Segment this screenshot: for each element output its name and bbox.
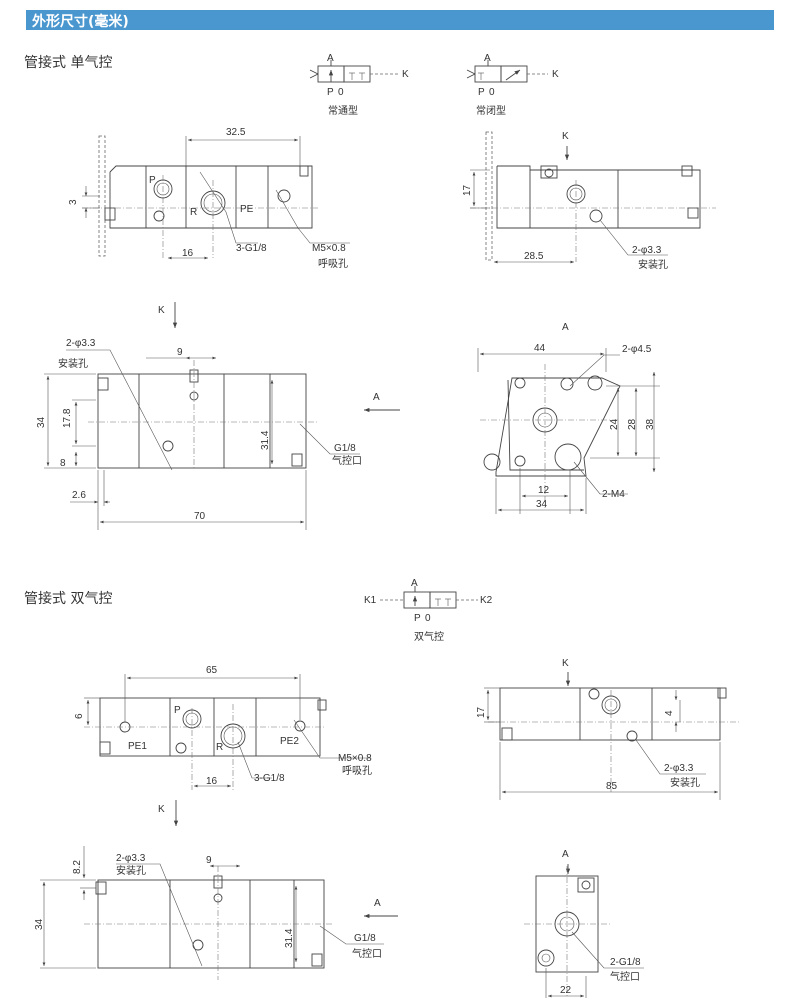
dfront-port-pe1: PE1 (128, 741, 147, 752)
dfront-dim-6: 6 (74, 713, 85, 719)
dend-g18: 2-G1/8 (610, 957, 641, 968)
front-dim-16: 16 (182, 248, 194, 259)
end-hole-4-5: 2-φ4.5 (622, 344, 652, 355)
dtop-g18: G1/8 (354, 933, 376, 944)
side-mount: 安装孔 (638, 258, 668, 271)
top-dim-31-4: 31.4 (260, 430, 271, 450)
top-pilot: 气控口 (332, 454, 362, 467)
sym-no-caption: 常通型 (328, 104, 358, 117)
symbol-double-pilot: A P 0 K1 K2 双气控 (364, 578, 493, 643)
top-dim-34: 34 (36, 416, 47, 428)
dfront-m5: M5×0.8 (338, 753, 372, 764)
dtop-mount: 安装孔 (116, 864, 146, 877)
dside-k: K (562, 658, 569, 669)
end-dim-24: 24 (609, 418, 620, 430)
dside-hole: 2-φ3.3 (664, 763, 694, 774)
single-pilot-title: 管接式 单气控 (24, 55, 113, 71)
single-end-view: A 44 2-φ4.5 24 28 38 12 34 2-M4 (477, 322, 660, 514)
end-dim-12: 12 (538, 485, 550, 496)
single-top-view: K 9 2-φ3.3 安装孔 34 17.8 8 2.6 70 31 (36, 302, 400, 530)
symbol-normally-open: A P 0 K 常通型 (309, 53, 409, 117)
sym-dp-a: A (411, 578, 418, 589)
front-g18: 3-G1/8 (236, 243, 267, 254)
dside-mount: 安装孔 (670, 776, 700, 789)
sym-dp-p: P (414, 613, 421, 624)
top-dim-8: 8 (60, 458, 66, 469)
end-dim-28: 28 (627, 418, 638, 430)
symbol-normally-closed: A P 0 K 常闭型 (466, 53, 559, 117)
dside-dim-17: 17 (476, 706, 487, 718)
sym-nc-caption: 常闭型 (476, 104, 506, 117)
front-port-p: P (149, 175, 156, 186)
top-dim-70: 70 (194, 511, 206, 522)
front-dim-32-5: 32.5 (226, 127, 246, 138)
sym-nc-0: 0 (489, 87, 495, 98)
top-dim-2-6: 2.6 (72, 490, 86, 501)
double-end-view: A 2-G1/8 气控口 22 (524, 849, 644, 998)
front-port-pe: PE (240, 204, 254, 215)
dfront-dim-65: 65 (206, 665, 218, 676)
dend-pilot: 气控口 (610, 970, 640, 983)
dfront-g18: 3-G1/8 (254, 773, 285, 784)
end-dim-38: 38 (645, 418, 656, 430)
double-pilot-title: 管接式 双气控 (24, 591, 113, 607)
dtop-pilot: 气控口 (352, 947, 382, 960)
end-dim-44: 44 (534, 343, 546, 354)
dtop-dim-31-4: 31.4 (284, 928, 295, 948)
sym-dp-0: 0 (425, 613, 431, 624)
sym-no-p: P (327, 87, 334, 98)
front-breath: 呼吸孔 (318, 258, 348, 270)
top-k: K (158, 305, 165, 316)
sym-nc-p: P (478, 87, 485, 98)
top-hole: 2-φ3.3 (66, 338, 96, 349)
sym-no-0: 0 (338, 87, 344, 98)
single-front-view: 32.5 3 16 P R PE 3-G1/8 M5×0.8 呼吸孔 (68, 127, 350, 270)
dfront-dim-16: 16 (206, 776, 218, 787)
top-mount: 安装孔 (58, 357, 88, 370)
dend-dim-22: 22 (560, 985, 572, 996)
end-a: A (562, 322, 569, 333)
sym-nc-k: K (552, 69, 559, 80)
side-dim-28-5: 28.5 (524, 251, 544, 262)
dtop-a: A (374, 898, 381, 909)
header-title: 外形尺寸(毫米) (32, 14, 129, 30)
section-header-bar: 外形尺寸(毫米) (26, 10, 774, 30)
dfront-port-pe2: PE2 (280, 736, 299, 747)
sym-nc-a: A (484, 53, 491, 64)
sym-dp-k2: K2 (480, 595, 493, 606)
double-top-view: K 9 2-φ3.3 安装孔 8.2 34 31.4 A G1/8 气控口 (34, 800, 398, 980)
dtop-dim-8-2: 8.2 (72, 860, 83, 874)
sym-dp-k1: K1 (364, 595, 377, 606)
single-side-view: K 17 28.5 2-φ3.3 安装孔 (462, 131, 716, 271)
front-m5: M5×0.8 (312, 243, 346, 254)
end-dim-34: 34 (536, 499, 548, 510)
double-front-view: 65 6 16 P R PE1 PE2 3-G1/8 M5×0.8 呼吸孔 (74, 665, 372, 790)
dside-dim-4: 4 (664, 710, 675, 716)
dtop-dim-9: 9 (206, 855, 212, 866)
dfront-port-p: P (174, 705, 181, 716)
sym-no-a: A (327, 53, 334, 64)
sym-no-k: K (402, 69, 409, 80)
top-g18: G1/8 (334, 443, 356, 454)
side-dim-17: 17 (462, 184, 473, 196)
end-m4: 2-M4 (602, 489, 625, 500)
double-side-view: K 17 4 2-φ3.3 安装孔 85 (476, 658, 740, 800)
side-k: K (562, 131, 569, 142)
front-port-r: R (190, 207, 197, 218)
dtop-k: K (158, 804, 165, 815)
top-dim-17-8: 17.8 (62, 408, 73, 428)
front-dim-3: 3 (68, 199, 79, 205)
dfront-port-r: R (216, 742, 223, 753)
top-a: A (373, 392, 380, 403)
sym-dp-caption: 双气控 (414, 630, 444, 643)
side-hole: 2-φ3.3 (632, 245, 662, 256)
dside-dim-85: 85 (606, 781, 618, 792)
dfront-breath: 呼吸孔 (342, 765, 372, 777)
dtop-dim-34: 34 (34, 918, 45, 930)
top-dim-9: 9 (177, 347, 183, 358)
dtop-hole: 2-φ3.3 (116, 853, 146, 864)
dend-a: A (562, 849, 569, 860)
